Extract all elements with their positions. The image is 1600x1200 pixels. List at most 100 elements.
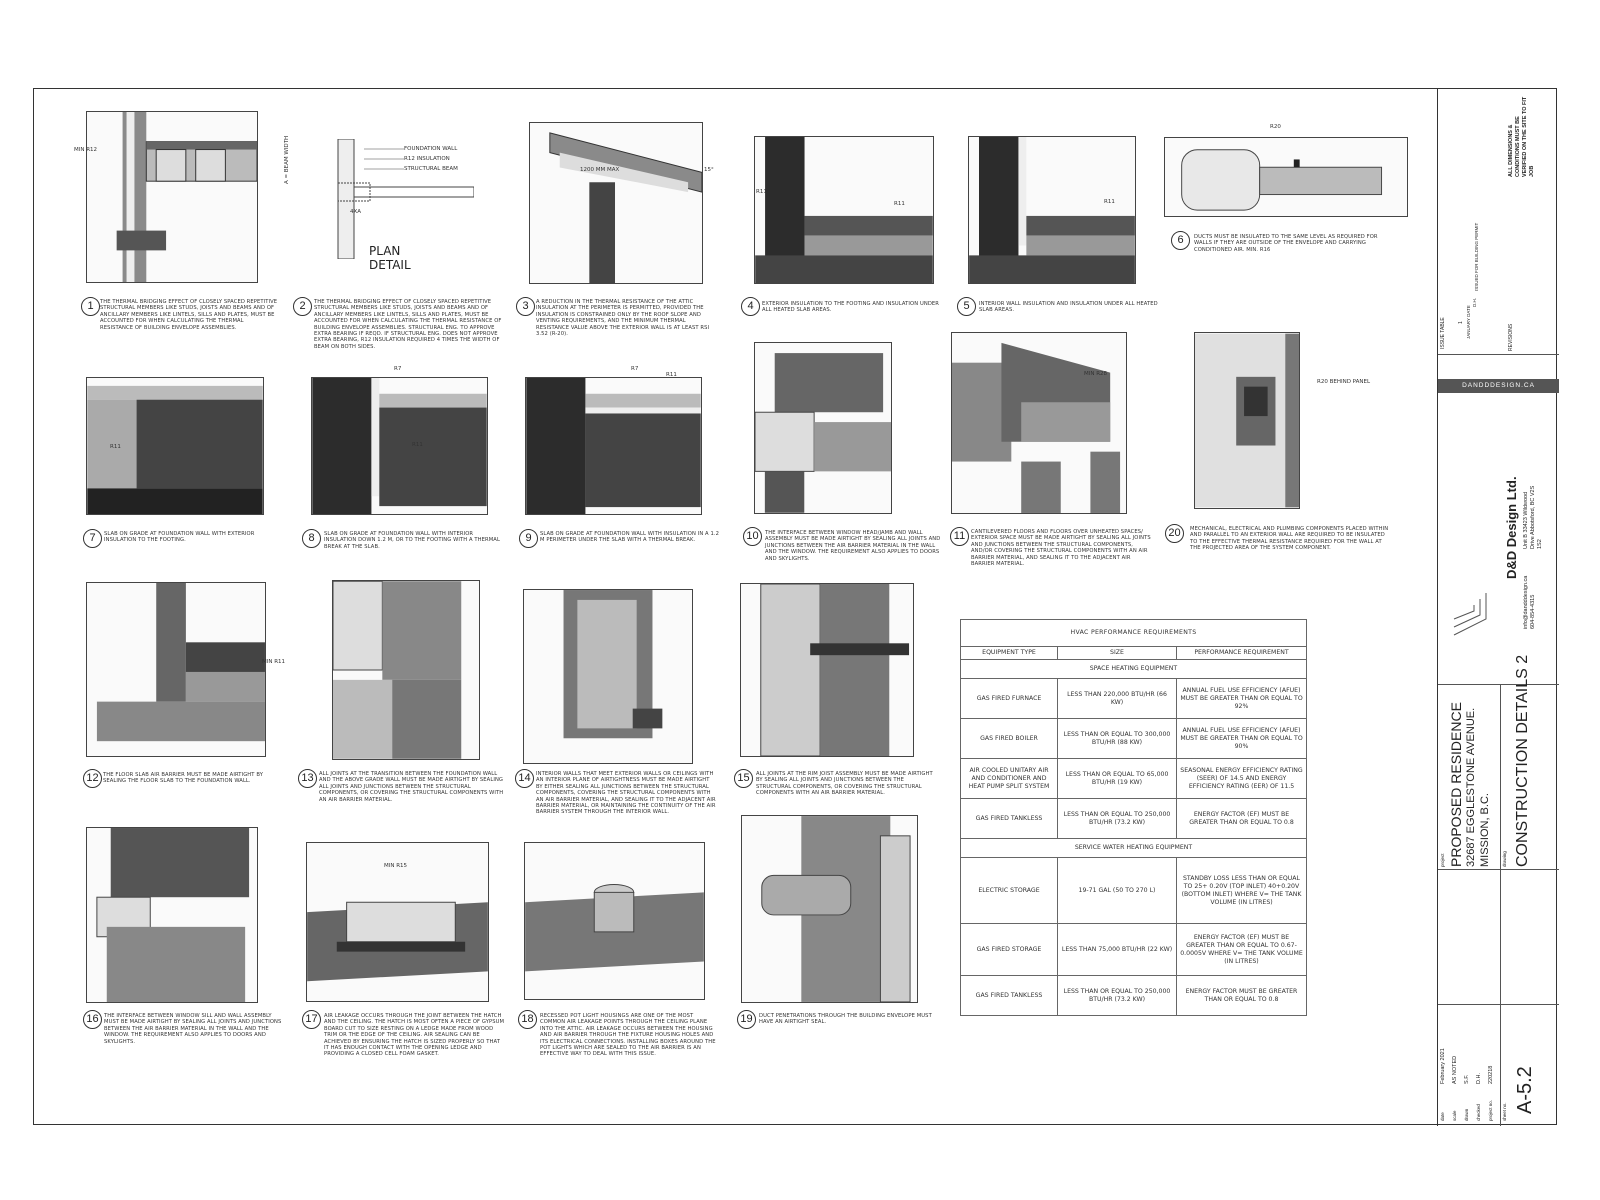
hvac-cell: Standby loss less than or equal to 25+ 0… <box>1176 857 1307 924</box>
detail-9-label-a: R7 <box>631 366 639 372</box>
detail-11-caption: Cantilevered floors and floors over unhe… <box>971 529 1151 568</box>
detail-5-label: R11 <box>1104 199 1115 205</box>
drawn-value: S.F. <box>1464 1074 1470 1084</box>
detail-16-number: 16 <box>83 1010 102 1029</box>
checked-value: D.H. <box>1476 1073 1482 1084</box>
hvac-cell: Energy factor must be greater than or eq… <box>1176 975 1307 1016</box>
detail-1-caption: The thermal bridging effect of closely s… <box>100 299 278 331</box>
detail-3-label-max: 1200 mm max <box>580 167 620 173</box>
hvac-header-performance: Performance requirement <box>1176 646 1307 660</box>
detail-17-caption: Air leakage occurs through the joint bet… <box>324 1013 505 1058</box>
detail-6-label: R20 <box>1270 124 1281 130</box>
detail-2-label-insul: R12 insulation <box>404 156 450 162</box>
hvac-performance-table: HVAC Performance Requirements Equipment … <box>960 619 1307 1016</box>
detail-13-caption: All joints at the transition between the… <box>319 771 504 803</box>
detail-8-label-b: R11 <box>412 442 423 448</box>
detail-2-label-wall: Foundation wall <box>404 146 458 152</box>
table-row: Gas fired boilerLess than or equal to 30… <box>960 718 1307 759</box>
detail-13-number: 13 <box>298 769 317 788</box>
detail-20-label: R20 behind panel <box>1317 379 1371 385</box>
issue-row-by: D.H. <box>1472 298 1477 307</box>
detail-3-number: 3 <box>516 297 535 316</box>
detail-20-drawing <box>1194 332 1300 509</box>
detail-12-label: MIN R11 <box>262 659 286 665</box>
table-row: Air cooled unitary air and conditioner a… <box>960 758 1307 799</box>
detail-19-drawing <box>741 815 918 1003</box>
scale-value: AS NOTED <box>1452 1055 1458 1084</box>
detail-7-drawing <box>86 377 264 515</box>
hvac-cell: Less than or equal to 300,000 BTU/HR (88… <box>1057 718 1177 759</box>
detail-1-label: MIN R12 <box>74 147 98 153</box>
detail-4-caption: Exterior insulation to the footing and i… <box>762 301 940 314</box>
detail-14-number: 14 <box>515 769 534 788</box>
hvac-cell: Annual fuel use efficiency (AFUE) must b… <box>1176 678 1307 719</box>
table-row: Gas fired storageLess than 75,000 BTU/HR… <box>960 923 1307 976</box>
table-row: Electric storage19-71 GAL (50 to 270 L)S… <box>960 857 1307 924</box>
hvac-cell: Air cooled unitary air and conditioner a… <box>960 758 1058 799</box>
hvac-cell: Gas fired boiler <box>960 718 1058 759</box>
project-label: project <box>1440 853 1445 867</box>
table-row: Gas fired tanklessLess than or equal to … <box>960 975 1307 1016</box>
detail-8-drawing <box>311 377 488 515</box>
table-row: Gas fired furnaceLess than 220,000 BTU/H… <box>960 678 1307 719</box>
detail-5-caption: Interior wall insulation and insulation … <box>979 301 1158 314</box>
detail-11-number: 11 <box>950 527 969 546</box>
title-block: All dimensions & conditions must be veri… <box>1437 89 1559 1126</box>
company-logo-icon <box>1450 589 1490 639</box>
detail-12-caption: The floor slab air barrier must be made … <box>103 772 263 785</box>
hvac-cell: Seasonal energy efficiency rating (SEER)… <box>1176 758 1307 799</box>
hvac-cell: Gas fired tankless <box>960 798 1058 839</box>
website-banner: DANDDDESIGN.CA <box>1462 382 1535 389</box>
detail-8-label-a: R7 <box>394 366 402 372</box>
detail-12-number: 12 <box>83 769 102 788</box>
scale-label: scale <box>1452 1110 1457 1121</box>
title-block-notes: All dimensions & conditions must be veri… <box>1508 96 1535 177</box>
detail-16-caption: The interface between window sill and wa… <box>104 1013 282 1045</box>
detail-2-caption: The thermal bridging effect of closely s… <box>314 299 502 350</box>
hvac-cell: Less than or equal to 65,000 BTU/HR (19 … <box>1057 758 1177 799</box>
detail-2-label-4xa: 4xA <box>350 209 362 215</box>
detail-8-caption: Slab on grade at foundation wall with in… <box>324 531 500 550</box>
hvac-cell: Annual fuel use efficiency (AFUE) must b… <box>1176 718 1307 759</box>
detail-12-drawing <box>86 582 266 757</box>
detail-14-drawing <box>523 589 693 764</box>
detail-3-caption: A reduction in the thermal resistance of… <box>536 299 710 338</box>
detail-3-drawing <box>529 122 703 284</box>
detail-15-drawing <box>740 583 914 757</box>
revisions-label: REVISIONS <box>1508 323 1514 351</box>
detail-2-plan-title: PLAN DETAIL <box>369 244 411 272</box>
detail-9-number: 9 <box>519 529 538 548</box>
date-value: February 2021 <box>1440 1048 1446 1084</box>
sheet-label: sheet no. <box>1502 1102 1507 1121</box>
detail-18-caption: Recessed pot light housings are one of t… <box>540 1013 716 1058</box>
detail-10-caption: The interface between window head/jamb a… <box>765 530 941 562</box>
detail-10-number: 10 <box>743 527 762 546</box>
checked-label: checked <box>1476 1104 1481 1121</box>
issue-row-description: ISSUED FOR BUILDING PERMIT <box>1474 222 1479 291</box>
detail-18-number: 18 <box>518 1010 537 1029</box>
detail-7-number: 7 <box>83 529 102 548</box>
detail-7-label: R11 <box>110 444 121 450</box>
detail-6-number: 6 <box>1171 231 1190 250</box>
company-contact: info@dandddesign.ca 604-854-4315 <box>1523 575 1536 629</box>
hvac-header-equipment: Equipment type <box>960 646 1058 660</box>
drawing-label: drawing <box>1502 851 1507 867</box>
hvac-cell: Less than 220,000 BTU/HR (66 KW) <box>1057 678 1177 719</box>
detail-14-caption: Interior walls that meet exterior walls … <box>536 771 716 816</box>
detail-4-label-b: R11 <box>894 201 905 207</box>
drawing-title: CONSTRUCTION DETAILS 2 <box>1514 654 1531 867</box>
detail-15-caption: All joints at the rim joist assembly mus… <box>756 771 933 797</box>
hvac-cell: Gas fired furnace <box>960 678 1058 719</box>
detail-10-drawing <box>754 342 892 514</box>
detail-20-caption: Mechanical, electrical and plumbing comp… <box>1190 526 1389 552</box>
detail-17-label: MIN R15 <box>384 863 408 869</box>
project-no-value: 220218 <box>1488 1065 1494 1084</box>
sheet-number: A-5.2 <box>1514 1066 1536 1114</box>
drawing-sheet: MIN R12 1 The thermal bridging effect of… <box>33 88 1559 1126</box>
company-name: D&D Design Ltd. <box>1504 476 1519 579</box>
detail-9-drawing <box>525 377 702 515</box>
project-no-label: project no. <box>1488 1099 1493 1121</box>
detail-17-number: 17 <box>302 1010 321 1029</box>
hvac-cell: Less than 75,000 BTU/HR (22 KW) <box>1057 923 1177 976</box>
hvac-section-water-heating: Service water heating equipment <box>960 838 1307 858</box>
